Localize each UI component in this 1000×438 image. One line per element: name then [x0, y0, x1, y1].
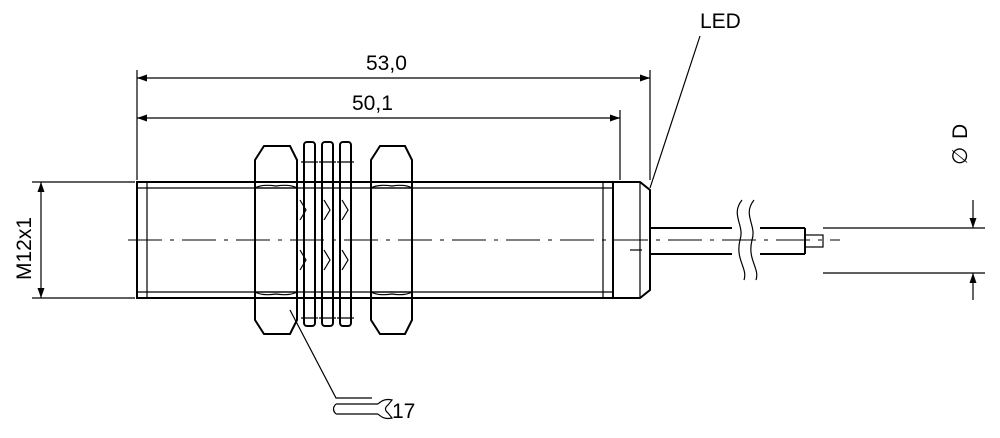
diameter-symbol: ∅: [949, 147, 972, 165]
wrench-icon: [332, 398, 394, 420]
washer-right: [337, 141, 354, 327]
led-label: LED: [700, 10, 741, 33]
diameter-label: D: [949, 124, 972, 139]
washer-left: [299, 141, 318, 327]
wrench-size-label: 17: [392, 400, 415, 423]
end-cap: [613, 181, 651, 299]
led-leader: [649, 35, 701, 189]
wrench-leader: [289, 309, 372, 399]
overall-length-label: 53,0: [366, 52, 407, 75]
hex-nut-left: [254, 145, 298, 335]
washer-middle: [319, 141, 336, 327]
thread-spec-label: M12x1: [13, 217, 36, 280]
thread-length-label: 50,1: [352, 92, 393, 115]
cable: [650, 199, 824, 281]
hex-nut-right: [370, 145, 413, 335]
